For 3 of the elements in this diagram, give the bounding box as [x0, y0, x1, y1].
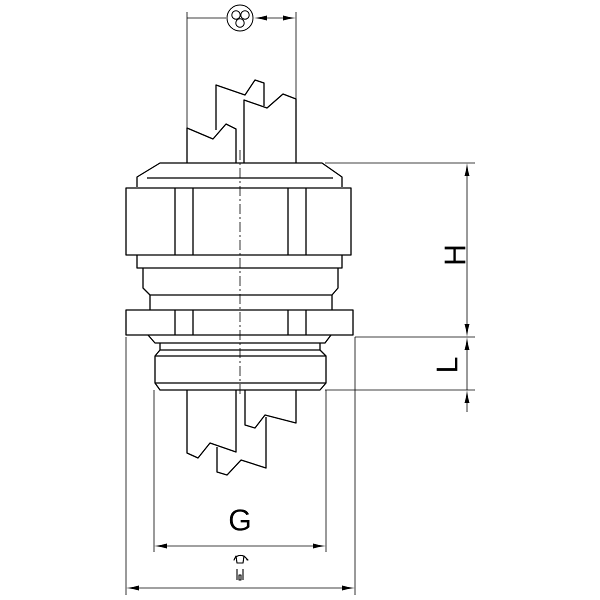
dimension-label: G	[230, 509, 250, 531]
dimension-label: L	[436, 358, 458, 371]
dimension-label: H	[444, 246, 466, 264]
